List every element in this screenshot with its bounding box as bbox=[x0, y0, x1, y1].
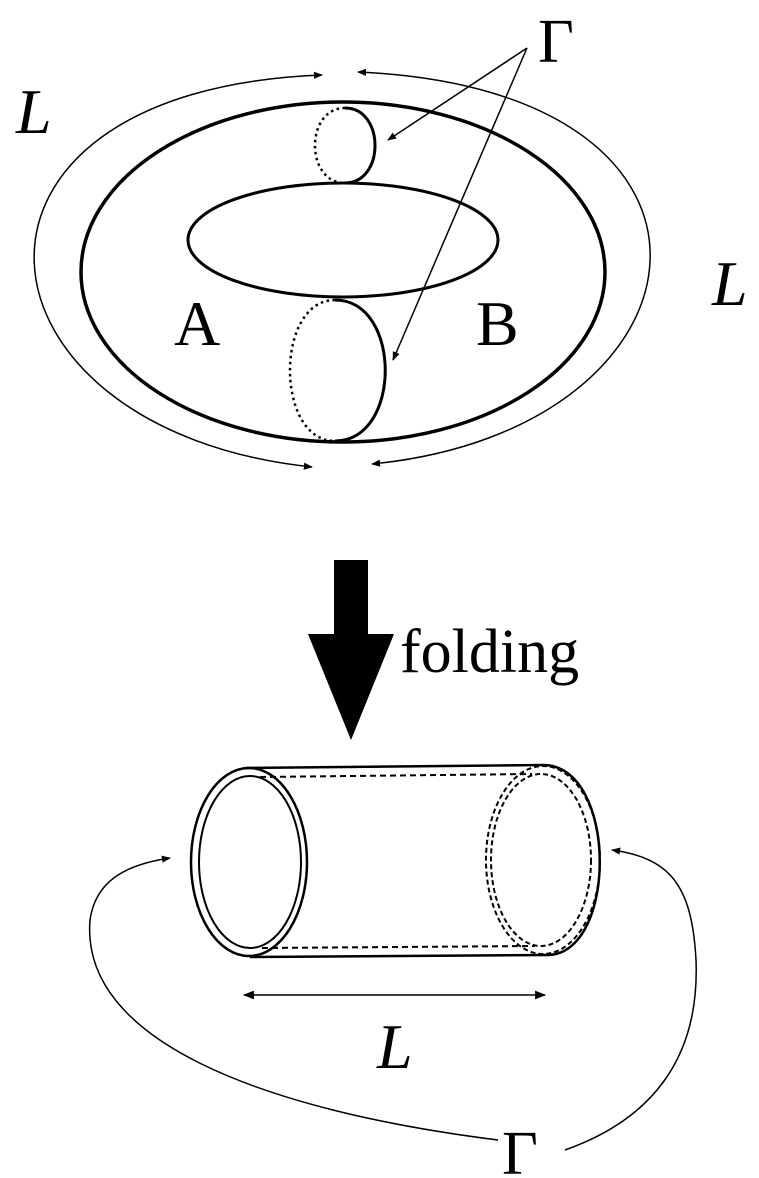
large-cross-section-front bbox=[334, 298, 387, 443]
cylinder-left-end-inner bbox=[198, 775, 302, 949]
folded-cylinder bbox=[189, 763, 601, 959]
gamma-label-top: Γ bbox=[538, 8, 574, 76]
large-cross-section-back bbox=[288, 298, 336, 443]
gamma-label-bottom: Γ bbox=[502, 1120, 538, 1178]
folding-arrow-icon bbox=[308, 560, 394, 740]
region-label-a: A bbox=[174, 288, 220, 359]
small-cross-section-front bbox=[344, 106, 377, 185]
folding-arrow bbox=[308, 560, 394, 740]
torus-length-arrows bbox=[33, 68, 651, 470]
cylinder-right-end-dashed-inner bbox=[490, 773, 592, 947]
cylinder-bottom-edge-outer bbox=[249, 953, 548, 959]
torus-hole bbox=[186, 181, 500, 299]
torus-outer-edge bbox=[79, 100, 607, 444]
cylinder-left-end-outer bbox=[189, 766, 309, 958]
small-cross-section-back bbox=[313, 106, 346, 185]
gamma-arrow-to-large-circle bbox=[392, 47, 528, 361]
length-arrow-upper-left bbox=[33, 71, 323, 470]
cylinder-right-end-dashed-outer bbox=[485, 765, 601, 955]
length-label-top-right: L bbox=[711, 248, 748, 319]
gamma-identification-arc-left bbox=[88, 855, 499, 1141]
cylinder-top-edge-outer bbox=[245, 763, 544, 770]
region-label-b: B bbox=[476, 288, 519, 359]
gamma-identification-arc-right bbox=[564, 847, 697, 1151]
cylinder-bottom-edge-dashed bbox=[261, 945, 536, 949]
length-arrow-right bbox=[357, 68, 651, 467]
length-label-bottom: L bbox=[376, 1011, 413, 1082]
gamma-arrow-to-small-circle bbox=[387, 47, 528, 141]
folding-label: folding bbox=[400, 618, 579, 686]
gamma-pointers bbox=[387, 47, 528, 361]
torus bbox=[79, 100, 607, 444]
cylinder-top-edge-dashed bbox=[259, 773, 533, 778]
length-label-top-left: L bbox=[15, 76, 52, 147]
